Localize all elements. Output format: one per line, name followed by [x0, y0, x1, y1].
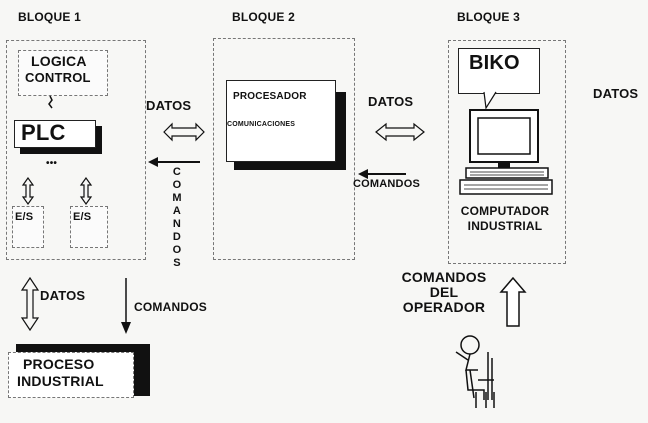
- logica-plc-connector: [49, 96, 52, 108]
- operator-person-icon: [456, 336, 494, 408]
- datos-arrow-1-2: [164, 124, 204, 140]
- computer-monitor-icon: [460, 110, 552, 194]
- operador-up-arrow: [501, 278, 525, 326]
- biko-bubble-tail: [484, 92, 496, 108]
- datos-arrow-vertical: [22, 278, 38, 330]
- comandos-arrow-down: [121, 278, 131, 334]
- datos-arrow-2-3: [376, 124, 424, 140]
- plc-es-left-arrow: [23, 178, 33, 204]
- comandos-arrow-3-2: [358, 169, 406, 179]
- comandos-arrow-2-1: [148, 157, 200, 167]
- plc-es-right-arrow: [81, 178, 91, 204]
